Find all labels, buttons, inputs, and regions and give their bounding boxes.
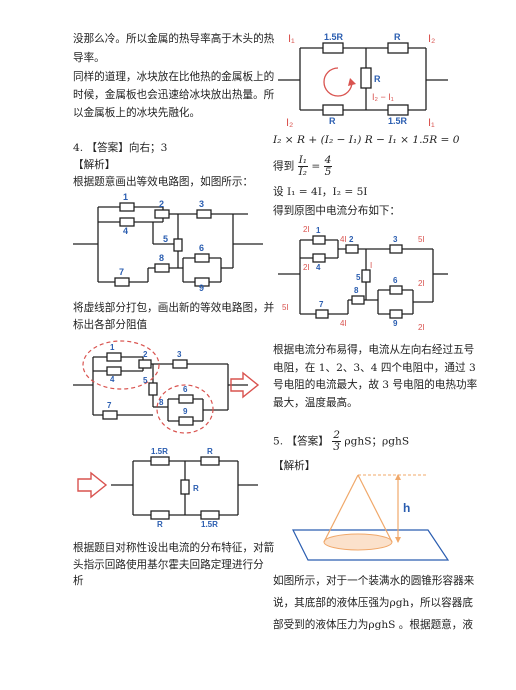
analysis-heading: 【解析】 (73, 159, 116, 171)
dashed-group (82, 340, 160, 390)
resistor-label: 1 (316, 226, 321, 235)
resistor-label: 7 (107, 401, 112, 410)
current-label: I₂ (286, 117, 293, 129)
current-label: 4I (340, 235, 347, 244)
equation: 设 I₁ = 4I，I₂ = 5I (273, 186, 368, 198)
resistor-label: 3 (177, 350, 182, 359)
resistor-label: 8 (159, 253, 164, 263)
resistor-label: 4 (316, 263, 321, 272)
resistor-label: 1.5R (388, 116, 408, 126)
circuit-diagram-1: 1 4 2 3 5 7 8 6 9 (73, 192, 263, 293)
current-label: 5I (418, 235, 425, 244)
text-line: 部受到的液体压力为ρghS 。根据题意，液 (273, 619, 473, 631)
current-distribution-diagram: 1 4 2 3 5 7 8 6 9 2I 2I 4I 5I I 5I 4I 2I… (278, 225, 448, 332)
current-label: I (370, 261, 372, 270)
resistor-label: 6 (199, 243, 204, 253)
resistor-label: 1 (110, 343, 115, 352)
current-label: 5I (282, 303, 289, 312)
resistor-label: 4 (123, 226, 128, 236)
resistor-label: R (207, 447, 213, 456)
text-line: 头指示回路使用基尔霍夫回路定理进行分 (73, 559, 264, 571)
text-line: 导率。 (73, 52, 105, 64)
resistor-label: 8 (354, 286, 359, 295)
cone-figure: h (292, 474, 450, 561)
text-line: 以金属板上的冰块先融化。 (73, 107, 201, 119)
text-line: 得到原图中电流分布如下： (273, 205, 401, 217)
resistor-label: R (329, 116, 336, 126)
resistor-label: R (157, 520, 163, 529)
resistor-label: 1.5R (151, 447, 168, 456)
text-line: 标出各部分阻值 (73, 319, 148, 331)
resistor-label: 2 (143, 350, 148, 359)
current-label: 2I (303, 263, 310, 272)
current-label: I₂ (428, 33, 435, 45)
text-line: 说，其底部的液体压强为ρgh，所以容器底 (273, 597, 473, 609)
current-label: I₂ − I₁ (372, 92, 394, 102)
equation: I₂ × R + (I₂ − I₁) R − I₁ × 1.5R = 0 (273, 134, 460, 146)
resistor-label: 9 (393, 319, 398, 328)
answer-heading: 4. 【答案】向右；3 (73, 142, 168, 154)
resistor-label: 5 (143, 376, 148, 385)
height-label: h (403, 501, 410, 515)
text-line: 电阻，在 1、2、3、4 四个电阻中，通过 3 (273, 362, 476, 374)
resistor-label: 5 (163, 234, 168, 244)
current-label: I₁ (288, 33, 295, 45)
text-line: 最大，温度最高。 (273, 397, 358, 409)
resistor-label: 5 (356, 273, 361, 282)
dashed-group (156, 384, 214, 434)
current-label: 2I (418, 279, 425, 288)
right-arrow-icon (230, 371, 260, 399)
circuit-loop-diagram: 1.5R R R R 1.5R I₁ I₂ I₂ I₁ I₂ − I₁ (278, 32, 448, 129)
resistor-label: 7 (319, 300, 324, 309)
resistor-label: 2 (349, 235, 354, 244)
circuit-diagram-simplified: 1.5R R R R 1.5R (77, 447, 258, 529)
analysis-heading: 【解析】 (273, 460, 316, 472)
resistor-label: 6 (393, 276, 398, 285)
resistor-label: 8 (159, 398, 164, 407)
resistor-label: R (374, 74, 381, 84)
text-line: 根据题意画出等效电路图，如图所示： (73, 176, 254, 188)
base-plane (292, 529, 450, 561)
resistor-label: R (394, 32, 401, 42)
resistor-label: 1 (123, 192, 128, 202)
resistor-label: R (193, 484, 199, 493)
resistor-label: 2 (159, 199, 164, 209)
loop-arrow-icon (323, 67, 353, 97)
current-label: 2I (418, 323, 425, 332)
text-line: 同样的道理，冰块放在比他热的金属板上的 (73, 71, 275, 83)
current-label: 4I (340, 319, 347, 328)
resistor-label: 3 (199, 199, 204, 209)
resistor-label: 7 (119, 267, 124, 277)
resistor-label: 1.5R (201, 520, 218, 529)
resistor-label: 1.5R (324, 32, 344, 42)
text-line: 根据题目对称性设出电流的分布特征，对箭 (73, 542, 275, 554)
resistor-label: 4 (110, 375, 115, 384)
resistor-label: 9 (199, 283, 204, 293)
text-line: 时候，金属板也会迅速给冰块放出热量。所 (73, 89, 275, 101)
text-line: 号电阻的电流最大，故 3 号电阻的电热功率 (273, 379, 478, 391)
circuit-diagram-grouped: 1 4 2 3 5 7 8 6 9 (73, 340, 260, 434)
current-label: 2I (303, 225, 310, 234)
resistor-label: 9 (183, 407, 188, 416)
text-line: 将虚线部分打包，画出新的等效电路图，并 (73, 302, 275, 314)
text-line: 根据电流分布易得，电流从左向右经过五号 (273, 344, 475, 356)
current-label: I₁ (428, 117, 435, 129)
resistor-label: 6 (183, 385, 188, 394)
resistor-label: 3 (393, 235, 398, 244)
text-line: 没那么冷。所以金属的热导率高于木头的热 (73, 33, 275, 45)
text-line: 如图所示，对于一个装满水的圆锥形容器来 (273, 575, 475, 587)
text-line: 析 (73, 575, 84, 587)
right-arrow-icon (77, 471, 108, 499)
